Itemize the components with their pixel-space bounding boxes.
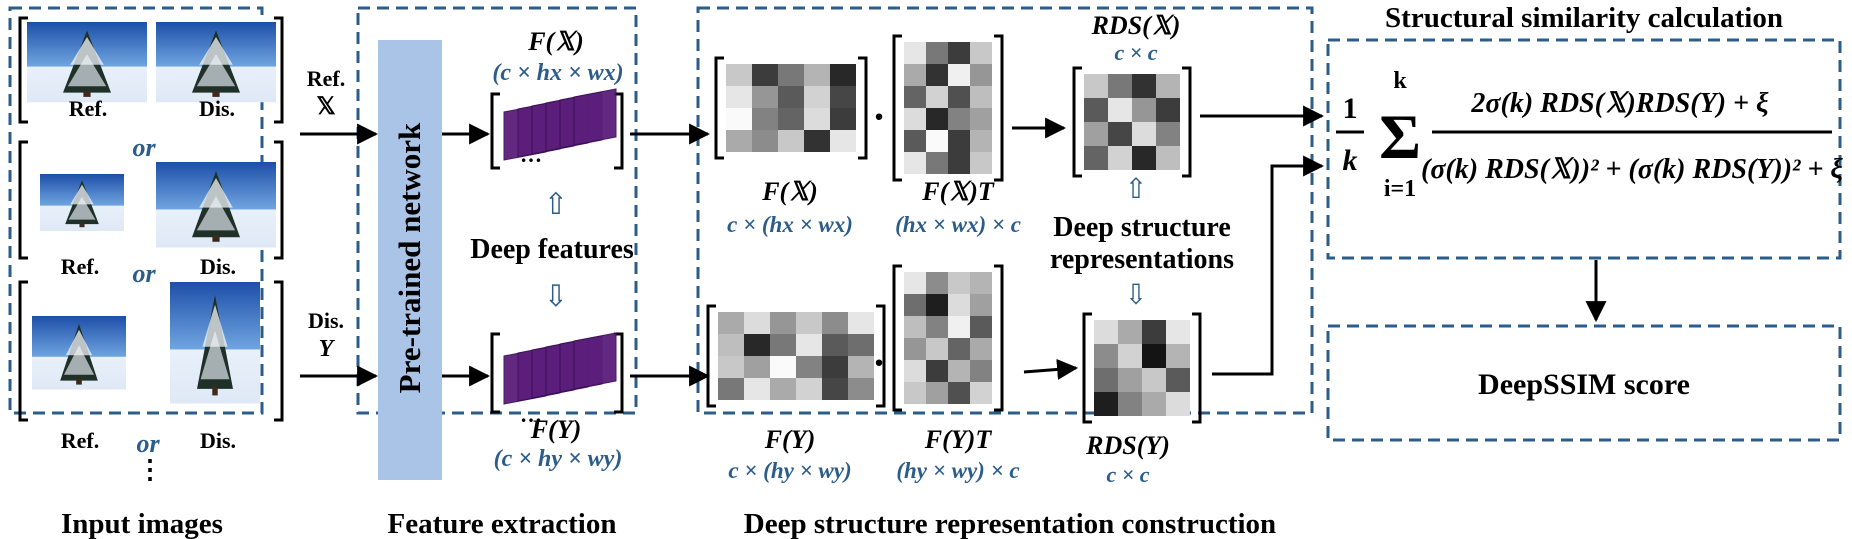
dis-input-label: Dis. (308, 308, 344, 333)
arrow-product-to-rds-y (1023, 358, 1079, 380)
matrix-fxt (892, 34, 1004, 182)
feature-stack-top: … (490, 88, 624, 170)
fy-label: F(Y) (764, 425, 816, 454)
dis-image-1 (156, 22, 276, 103)
ref-label-1: Ref. (69, 96, 107, 121)
svg-text:k: k (1343, 144, 1358, 177)
svg-text:…: … (520, 402, 542, 427)
up-arrow-feature: ⇧ (543, 188, 568, 221)
feature-bottom-symbol: F(Y) (530, 415, 582, 444)
up-arrow-repr: ⇧ (1124, 174, 1147, 205)
matrix-rds-y (1082, 312, 1202, 424)
formula-denominator: (σ(k) RDS(𝕏))² + (σ(k) RDS(Y))² + ξ (1421, 154, 1843, 185)
similarity-formula-box (1326, 38, 1842, 260)
matrix-fyt (892, 264, 1004, 412)
dis-image-2 (156, 162, 276, 248)
section-input-images: Input images (61, 508, 223, 539)
down-arrow-repr: ⇩ (1124, 280, 1147, 311)
input-pair-1: Ref. Dis. (18, 16, 284, 124)
deep-features-label: Deep features (470, 234, 634, 265)
fxt-label: F(𝕏)T (921, 177, 995, 206)
input-images-box (8, 6, 264, 415)
ref-image-2 (40, 174, 124, 231)
section-feature-extraction: Feature extraction (388, 508, 617, 539)
ref-label-2: Ref. (61, 254, 99, 279)
ref-input-symbol: 𝕏 (316, 94, 335, 120)
svg-text:i=1: i=1 (1384, 176, 1416, 202)
or-label-2: or (132, 259, 156, 288)
ref-image-1 (27, 22, 147, 103)
dis-label-2: Dis. (200, 254, 236, 279)
rds-y-dims: c × c (1106, 462, 1149, 487)
dot-top: · (872, 94, 885, 139)
svg-text:…: … (520, 142, 542, 167)
dis-label-3: Dis. (200, 428, 236, 453)
matrix-fy (706, 304, 886, 408)
ref-input-label: Ref. (307, 66, 345, 91)
pretrained-network (378, 40, 442, 480)
dis-input-symbol: Y (319, 336, 336, 362)
ref-image-3 (32, 316, 127, 390)
section-deep-structure: Deep structure representation constructi… (744, 508, 1276, 539)
input-ellipsis: ⋮ (137, 455, 163, 484)
fx-dims: c × (hx × wx) (727, 212, 853, 237)
deep-structure-box (696, 6, 1314, 415)
svg-text:1: 1 (1343, 92, 1358, 125)
rds-x-dims: c × c (1114, 40, 1157, 65)
svg-text:k: k (1393, 68, 1407, 94)
fxt-dims: (hx × wx) × c (895, 212, 1021, 237)
input-pair-2: Ref. Dis. (18, 140, 284, 279)
rds-y-label: RDS(Y) (1085, 431, 1170, 460)
down-arrow-feature: ⇩ (543, 280, 568, 313)
ref-label-3: Ref. (61, 428, 99, 453)
dot-bottom: · (872, 340, 885, 385)
feature-stack-bottom: … (490, 332, 624, 427)
deepssim-score-label: DeepSSIM score (1478, 368, 1690, 401)
dis-image-3 (170, 282, 260, 404)
fx-label: F(𝕏) (761, 177, 818, 206)
ssim-formula: 1 k k Σ i=1 2σ(k) RDS(𝕏)RDS(Y) + ξ (σ(k)… (1336, 68, 1843, 202)
input-pair-3: Ref. Dis. (18, 280, 284, 453)
repr-label-line1: Deep structure (1053, 212, 1231, 243)
feature-bottom-dims: (c × hy × wy) (494, 446, 623, 472)
fyt-dims: (hy × wy) × c (896, 458, 1019, 483)
formula-numerator: 2σ(k) RDS(𝕏)RDS(Y) + ξ (1470, 88, 1769, 119)
or-label-3: or (136, 429, 160, 458)
dis-label-1: Dis. (199, 96, 235, 121)
or-label-1: or (132, 133, 156, 162)
repr-label-line2: representations (1050, 244, 1234, 275)
fyt-label: F(Y)T (924, 425, 993, 454)
rds-x-label: RDS(𝕏) (1091, 11, 1181, 40)
score-box (1326, 324, 1842, 442)
svg-text:Σ: Σ (1379, 101, 1421, 172)
pretrained-network-label: Pre-trained network (392, 122, 427, 393)
matrix-rds-x (1072, 66, 1192, 178)
section-structural-similarity: Structural similarity calculation (1385, 2, 1783, 34)
feature-top-symbol: F(𝕏) (527, 27, 584, 56)
arrow-rds-y-to-formula (1212, 155, 1325, 376)
feature-top-dims: (c × hx × wx) (492, 60, 623, 86)
fy-dims: c × (hy × wy) (728, 458, 851, 483)
matrix-fx (714, 56, 868, 160)
